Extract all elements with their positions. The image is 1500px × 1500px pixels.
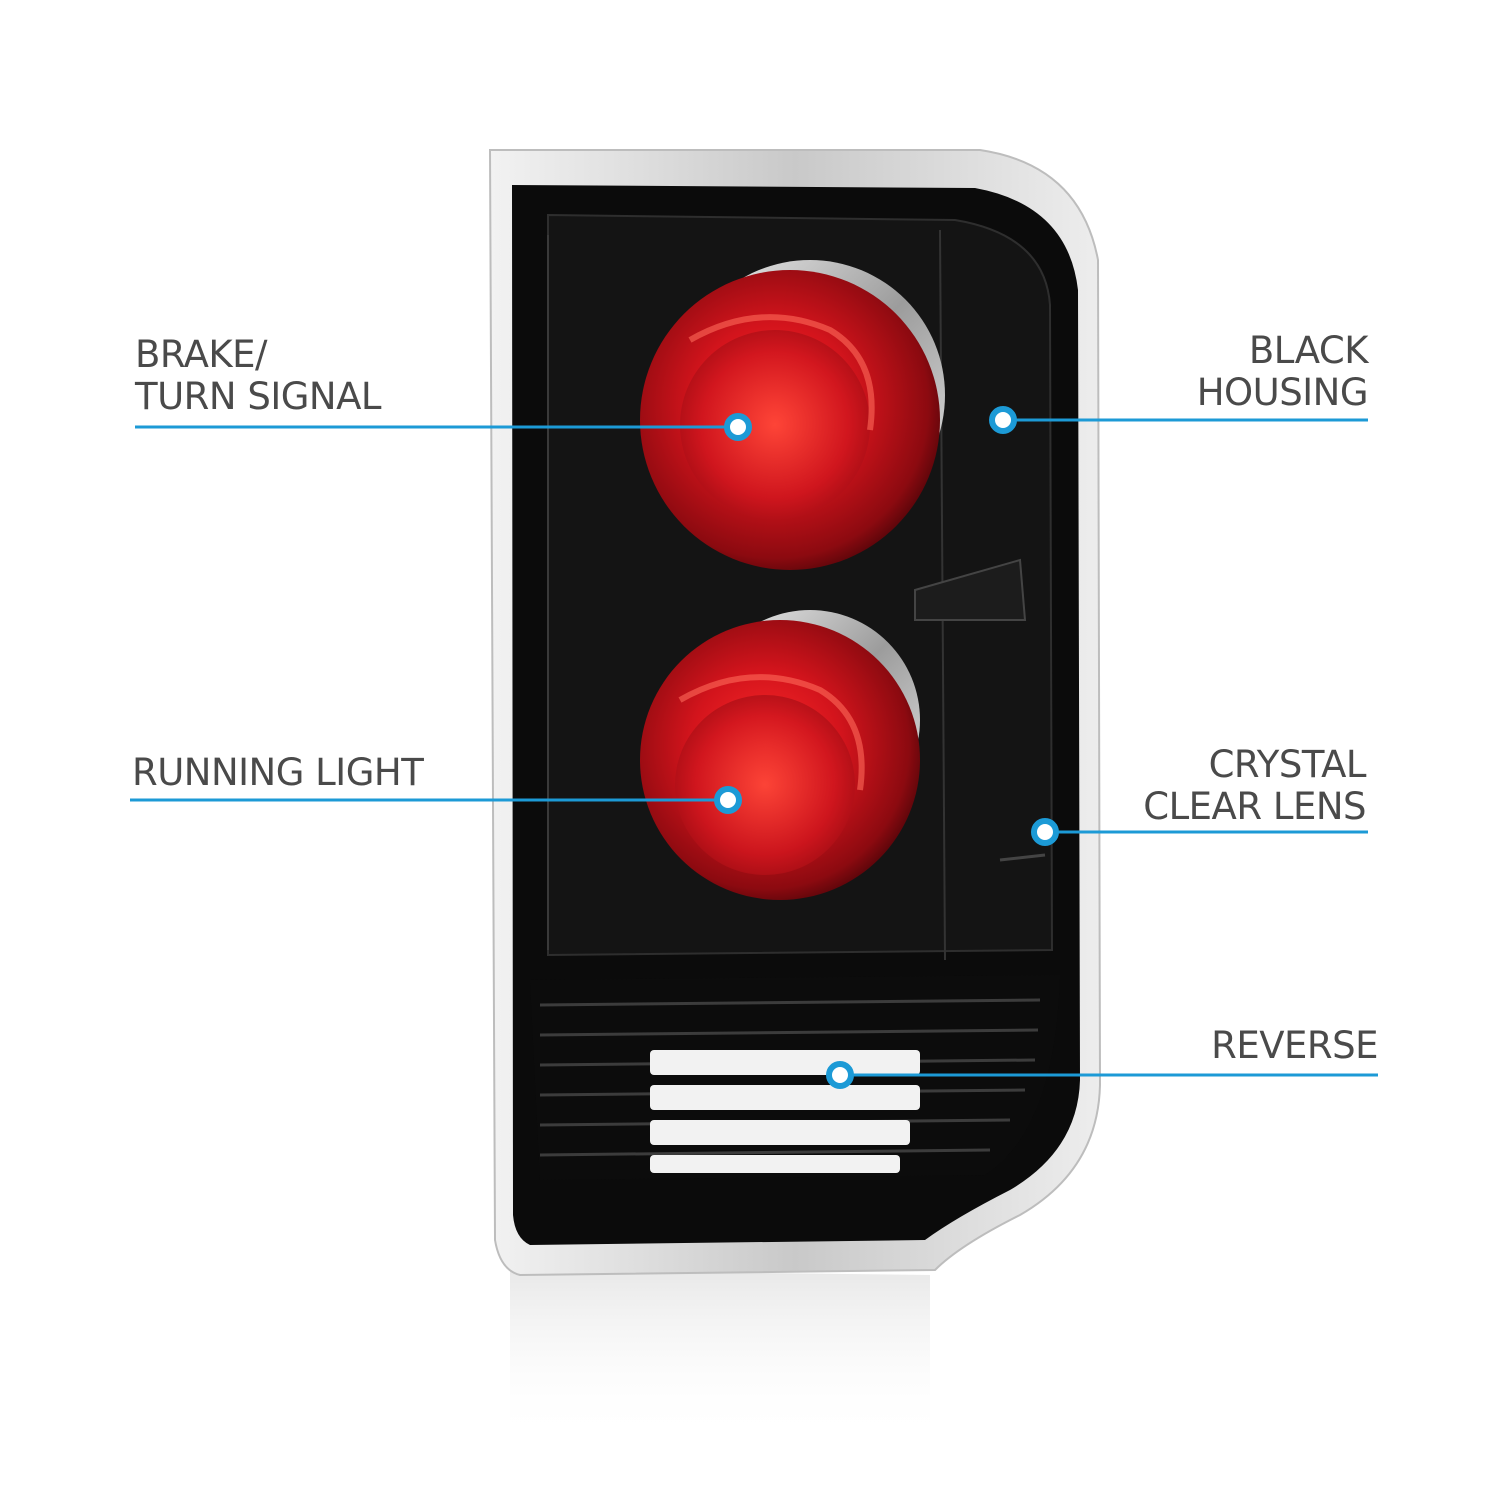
black-housing-label: BLACK HOUSING [1196,329,1369,414]
reverse-callout-dot [826,1061,854,1089]
running-callout-dot [714,786,742,814]
lens-callout-dot [1031,818,1059,846]
brake-turn-label: BRAKE/ TURN SIGNAL [135,333,382,418]
housing-callout-dot [989,406,1017,434]
crystal-clear-lens-label: CRYSTAL CLEAR LENS [1143,743,1366,828]
running-light-label: RUNNING LIGHT [132,751,424,794]
reverse-lens-clear [650,1050,920,1173]
reverse-label: REVERSE [1211,1024,1378,1067]
reflection-shadow [510,1270,930,1440]
brake-callout-dot [724,413,752,441]
